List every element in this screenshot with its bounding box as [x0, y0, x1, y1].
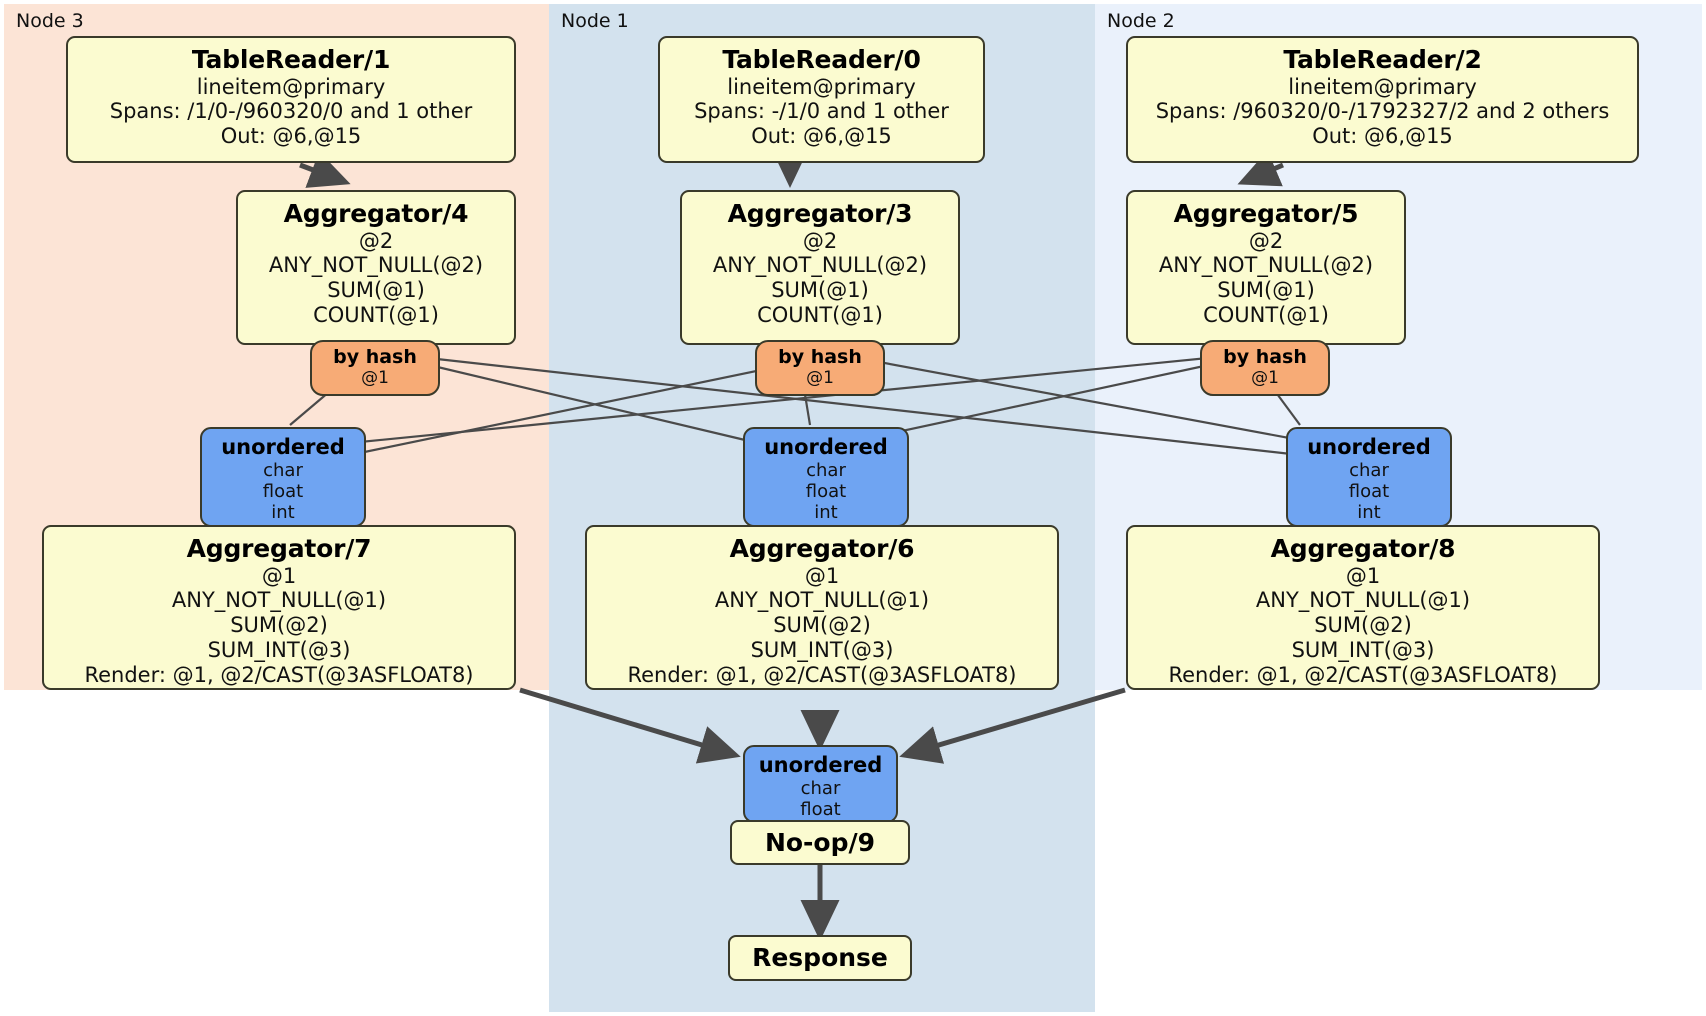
processor-detail-agg-1: ANY_NOT_NULL(@1) [171, 588, 387, 613]
router-detail-cols: @1 [806, 368, 834, 389]
sync-title: unordered [221, 435, 345, 459]
router-detail-cols: @1 [1251, 368, 1279, 389]
processor-detail-groupcols: @2 [1248, 228, 1284, 253]
response-title: Response [752, 943, 888, 973]
processor-aggregator-6[interactable]: Aggregator/6 @1 ANY_NOT_NULL(@1) SUM(@2)… [585, 525, 1059, 690]
processor-detail-table: lineitem@primary [727, 74, 916, 99]
sync-type-1: char [263, 459, 303, 481]
processor-detail-agg-2: SUM(@1) [771, 278, 869, 303]
processor-detail-agg-1: ANY_NOT_NULL(@2) [1158, 253, 1374, 278]
processor-detail-render: Render: @1, @2/CAST(@3ASFLOAT8) [1168, 662, 1558, 687]
processor-title: No-op/9 [764, 827, 876, 857]
sync-title: unordered [758, 753, 883, 777]
processor-title: TableReader/2 [1283, 45, 1482, 74]
sync-type-1: char [1349, 459, 1389, 481]
sync-type-2: float [800, 799, 841, 820]
processor-title: Aggregator/8 [1270, 534, 1456, 563]
processor-detail-out: Out: @6,@15 [1312, 124, 1453, 149]
processor-detail-out: Out: @6,@15 [751, 124, 892, 149]
processor-detail-agg-3: SUM_INT(@3) [1291, 637, 1435, 662]
processor-detail-render: Render: @1, @2/CAST(@3ASFLOAT8) [627, 662, 1017, 687]
output-router-by-hash-right[interactable]: by hash @1 [1200, 340, 1330, 396]
sync-type-3: int [814, 502, 838, 524]
processor-title: Aggregator/4 [283, 199, 469, 228]
processor-detail-spans: Spans: /960320/0-/1792327/2 and 2 others [1155, 99, 1610, 124]
processor-tablereader-0[interactable]: TableReader/0 lineitem@primary Spans: -/… [658, 36, 985, 163]
processor-detail-agg-3: COUNT(@1) [313, 302, 439, 327]
processor-detail-groupcols: @1 [261, 563, 297, 588]
processor-detail-groupcols: @2 [358, 228, 394, 253]
processor-detail-spans: Spans: -/1/0 and 1 other [694, 99, 949, 124]
node-panel-label-node3: Node 3 [16, 10, 84, 32]
processor-title: Aggregator/3 [727, 199, 913, 228]
processor-detail-agg-2: SUM(@1) [1217, 278, 1315, 303]
processor-detail-agg-3: SUM_INT(@3) [750, 637, 894, 662]
input-sync-unordered-right[interactable]: unordered char float int [1286, 427, 1452, 527]
processor-title: TableReader/1 [191, 45, 391, 74]
response-node[interactable]: Response [728, 935, 912, 981]
processor-detail-agg-3: SUM_INT(@3) [207, 637, 351, 662]
processor-detail-spans: Spans: /1/0-/960320/0 and 1 other [109, 99, 473, 124]
output-router-by-hash-center[interactable]: by hash @1 [755, 340, 885, 396]
sync-type-2: float [1348, 481, 1390, 502]
processor-detail-agg-2: SUM(@2) [773, 613, 871, 638]
processor-detail-groupcols: @1 [1345, 563, 1381, 588]
processor-title: Aggregator/6 [729, 534, 915, 563]
sync-type-3: int [1357, 502, 1381, 524]
processor-detail-agg-3: COUNT(@1) [1203, 302, 1329, 327]
sync-type-2: float [262, 481, 304, 502]
sync-type-3: int [271, 502, 295, 524]
processor-title: Aggregator/5 [1173, 199, 1359, 228]
processor-detail-agg-2: SUM(@1) [327, 278, 425, 303]
processor-tablereader-2[interactable]: TableReader/2 lineitem@primary Spans: /9… [1126, 36, 1639, 163]
processor-detail-table: lineitem@primary [1288, 74, 1477, 99]
input-sync-unordered-final[interactable]: unordered char float [743, 745, 898, 823]
processor-detail-agg-1: ANY_NOT_NULL(@2) [268, 253, 484, 278]
processor-detail-groupcols: @2 [802, 228, 838, 253]
input-sync-unordered-center[interactable]: unordered char float int [743, 427, 909, 527]
processor-detail-agg-1: ANY_NOT_NULL(@1) [714, 588, 930, 613]
sync-type-1: char [806, 459, 846, 481]
router-detail-cols: @1 [361, 368, 389, 389]
processor-tablereader-1[interactable]: TableReader/1 lineitem@primary Spans: /1… [66, 36, 516, 163]
processor-detail-render: Render: @1, @2/CAST(@3ASFLOAT8) [84, 662, 474, 687]
processor-detail-agg-2: SUM(@2) [230, 613, 328, 638]
processor-detail-agg-3: COUNT(@1) [757, 302, 883, 327]
processor-aggregator-4[interactable]: Aggregator/4 @2 ANY_NOT_NULL(@2) SUM(@1)… [236, 190, 516, 345]
processor-detail-groupcols: @1 [804, 563, 840, 588]
processor-title: Aggregator/7 [186, 534, 372, 563]
processor-aggregator-3[interactable]: Aggregator/3 @2 ANY_NOT_NULL(@2) SUM(@1)… [680, 190, 960, 345]
sync-type-1: char [800, 777, 841, 799]
processor-aggregator-8[interactable]: Aggregator/8 @1 ANY_NOT_NULL(@1) SUM(@2)… [1126, 525, 1600, 690]
processor-aggregator-7[interactable]: Aggregator/7 @1 ANY_NOT_NULL(@1) SUM(@2)… [42, 525, 516, 690]
router-title: by hash [333, 346, 417, 368]
node-panel-label-node1: Node 1 [561, 10, 629, 32]
sync-title: unordered [764, 435, 888, 459]
sync-title: unordered [1307, 435, 1431, 459]
processor-noop-9[interactable]: No-op/9 [730, 820, 910, 865]
router-title: by hash [778, 346, 862, 368]
processor-aggregator-5[interactable]: Aggregator/5 @2 ANY_NOT_NULL(@2) SUM(@1)… [1126, 190, 1406, 345]
router-title: by hash [1223, 346, 1307, 368]
sync-type-2: float [805, 481, 847, 502]
processor-detail-agg-1: ANY_NOT_NULL(@1) [1255, 588, 1471, 613]
processor-detail-table: lineitem@primary [196, 74, 386, 99]
processor-detail-out: Out: @6,@15 [220, 124, 362, 149]
output-router-by-hash-left[interactable]: by hash @1 [310, 340, 440, 396]
processor-detail-agg-1: ANY_NOT_NULL(@2) [712, 253, 928, 278]
processor-detail-agg-2: SUM(@2) [1314, 613, 1412, 638]
node-panel-label-node2: Node 2 [1107, 10, 1175, 32]
processor-title: TableReader/0 [722, 45, 921, 74]
input-sync-unordered-left[interactable]: unordered char float int [200, 427, 366, 527]
